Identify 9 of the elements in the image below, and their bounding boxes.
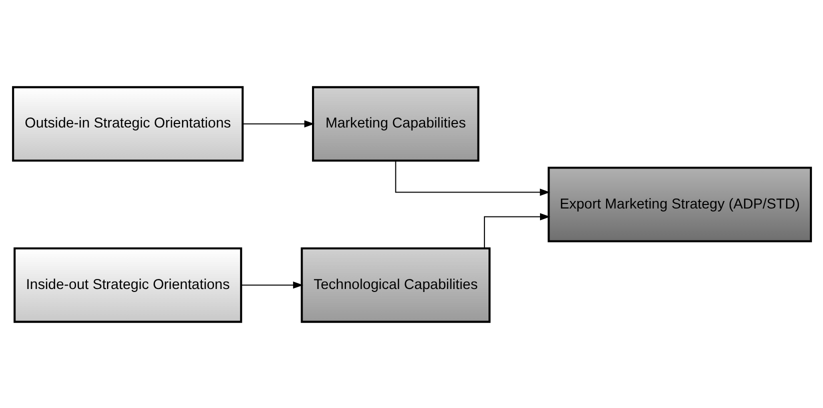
node-box: Outside-in Strategic Orientations xyxy=(12,86,244,162)
arrow xyxy=(240,281,303,288)
arrow xyxy=(483,212,550,248)
node-box: Marketing Capabilities xyxy=(312,86,479,162)
arrow xyxy=(242,120,314,127)
node-box: Export Marketing Strategy (ADP/STD) xyxy=(547,166,812,242)
arrow xyxy=(394,160,550,196)
node-box: Technological Capabilities xyxy=(300,246,490,322)
node-box: Inside-out Strategic Orientations xyxy=(13,246,242,322)
